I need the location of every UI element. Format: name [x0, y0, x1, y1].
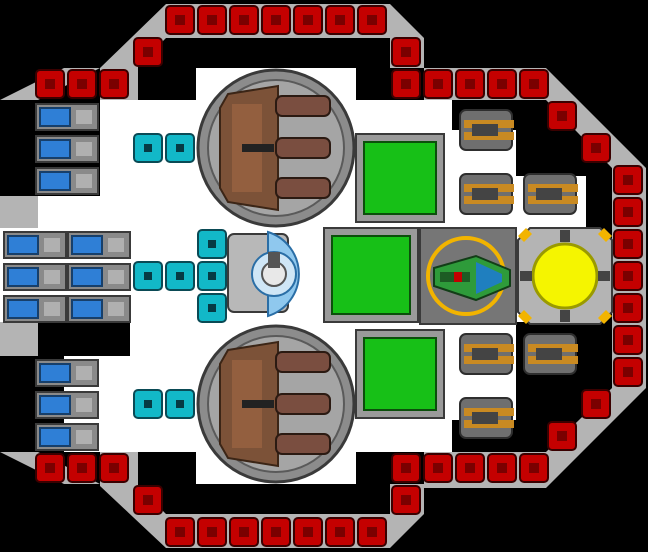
armor-block[interactable]	[613, 325, 643, 355]
armor-block[interactable]	[423, 453, 453, 483]
battery-cell[interactable]	[3, 295, 67, 323]
armor-block[interactable]	[35, 453, 65, 483]
battery-cell[interactable]	[35, 167, 99, 195]
armor-block[interactable]	[133, 37, 163, 67]
armor-block[interactable]	[613, 165, 643, 195]
armor-block[interactable]	[229, 517, 259, 547]
conduit-node[interactable]	[133, 389, 163, 419]
armor-block[interactable]	[197, 517, 227, 547]
thruster[interactable]	[459, 333, 514, 375]
conduit-node[interactable]	[133, 261, 163, 291]
armor-block[interactable]	[99, 69, 129, 99]
thruster[interactable]	[523, 173, 578, 215]
armor-block[interactable]	[133, 485, 163, 515]
battery-cell[interactable]	[67, 231, 131, 259]
conduit-node[interactable]	[165, 133, 195, 163]
armor-block[interactable]	[391, 453, 421, 483]
armor-block[interactable]	[293, 5, 323, 35]
armor-blocks	[35, 5, 643, 547]
armor-block[interactable]	[613, 357, 643, 387]
armor-block[interactable]	[325, 5, 355, 35]
armor-block[interactable]	[391, 69, 421, 99]
battery-cell[interactable]	[3, 263, 67, 291]
conduit-node[interactable]	[165, 261, 195, 291]
armor-block[interactable]	[357, 517, 387, 547]
armor-block[interactable]	[581, 133, 611, 163]
conduit-node[interactable]	[197, 261, 227, 291]
armor-block[interactable]	[519, 69, 549, 99]
conduit-node[interactable]	[197, 293, 227, 323]
conduit-nodes	[133, 133, 227, 419]
armor-block[interactable]	[519, 453, 549, 483]
conduit-node[interactable]	[133, 133, 163, 163]
armor-block[interactable]	[165, 517, 195, 547]
reactor-panel[interactable]	[323, 227, 419, 323]
armor-block[interactable]	[455, 69, 485, 99]
thruster[interactable]	[459, 109, 514, 151]
battery-cell[interactable]	[67, 295, 131, 323]
bridge[interactable]	[419, 227, 517, 325]
battery-cell[interactable]	[35, 359, 99, 387]
battery-cell[interactable]	[35, 391, 99, 419]
shield-generator[interactable]	[227, 230, 300, 318]
armor-block[interactable]	[35, 69, 65, 99]
armor-block[interactable]	[547, 421, 577, 451]
armor-block[interactable]	[99, 453, 129, 483]
reactor-panel[interactable]	[355, 133, 445, 223]
armor-block[interactable]	[67, 69, 97, 99]
armor-block[interactable]	[391, 485, 421, 515]
armor-block[interactable]	[391, 37, 421, 67]
battery-cell[interactable]	[67, 263, 131, 291]
armor-block[interactable]	[613, 293, 643, 323]
missile-turret-bottom[interactable]	[196, 324, 356, 484]
missile-turret-top[interactable]	[196, 68, 356, 228]
armor-block[interactable]	[487, 69, 517, 99]
armor-block[interactable]	[229, 5, 259, 35]
thrusters	[459, 109, 578, 439]
battery-cell[interactable]	[35, 423, 99, 451]
armor-block[interactable]	[261, 517, 291, 547]
conduit-node[interactable]	[197, 229, 227, 259]
armor-block[interactable]	[487, 453, 517, 483]
armor-block[interactable]	[67, 453, 97, 483]
armor-block[interactable]	[357, 5, 387, 35]
armor-block[interactable]	[581, 389, 611, 419]
armor-block[interactable]	[293, 517, 323, 547]
battery-cells	[3, 103, 131, 451]
battery-cell[interactable]	[3, 231, 67, 259]
armor-block[interactable]	[261, 5, 291, 35]
armor-block[interactable]	[165, 5, 195, 35]
armor-block[interactable]	[613, 229, 643, 259]
reactor-panels	[323, 133, 445, 419]
battery-cell[interactable]	[35, 135, 99, 163]
thruster[interactable]	[523, 333, 578, 375]
thruster[interactable]	[459, 173, 514, 215]
armor-block[interactable]	[613, 261, 643, 291]
armor-block[interactable]	[423, 69, 453, 99]
armor-block[interactable]	[547, 101, 577, 131]
thruster[interactable]	[459, 397, 514, 439]
armor-block[interactable]	[455, 453, 485, 483]
armor-block[interactable]	[613, 197, 643, 227]
reactor-panel[interactable]	[355, 329, 445, 419]
conduit-node[interactable]	[165, 389, 195, 419]
armor-block[interactable]	[197, 5, 227, 35]
battery-cell[interactable]	[35, 103, 99, 131]
armor-block[interactable]	[325, 517, 355, 547]
power-core[interactable]	[517, 227, 613, 325]
